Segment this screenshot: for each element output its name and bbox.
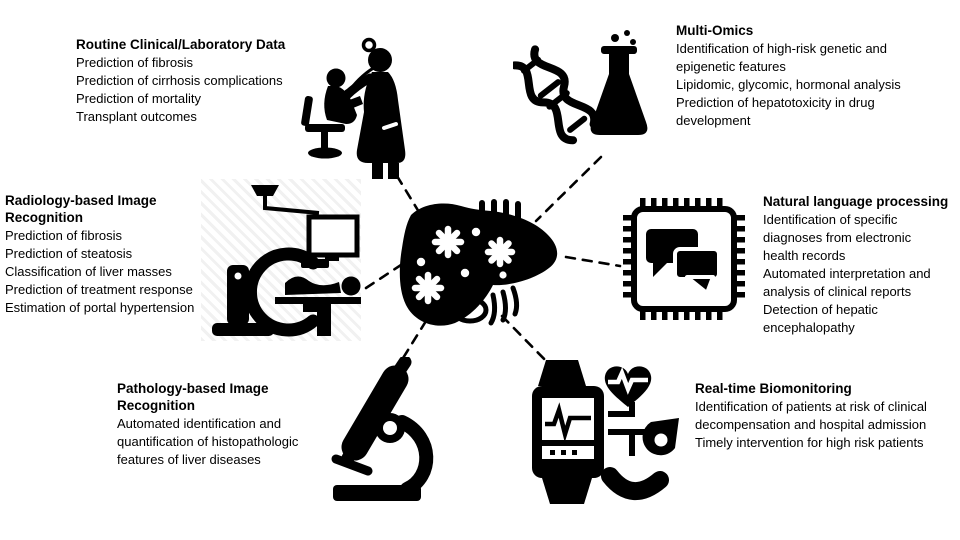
node-title: Routine Clinical/Laboratory Data (76, 37, 286, 52)
node-title: Radiology-based Image Recognition (5, 193, 157, 225)
node-item: Identification of specific diagnoses fro… (763, 212, 912, 263)
node-item: Automated identification and quantificat… (117, 416, 299, 467)
node-radiology: Radiology-based Image Recognition Predic… (5, 192, 220, 317)
radiology-scanner-icon (201, 179, 361, 341)
nlp-chip-icon (623, 198, 745, 320)
node-item: Classification of liver masses (5, 264, 172, 279)
node-item: Prediction of steatosis (5, 246, 133, 261)
connector-routine (395, 174, 421, 214)
connector-biomonitoring (500, 314, 554, 369)
node-biomonitoring: Real-time Biomonitoring Identification o… (695, 380, 947, 452)
node-item: Estimation of portal hypertension (5, 300, 195, 315)
node-pathology: Pathology-based Image Recognition Automa… (117, 380, 329, 469)
chip-pins-top (640, 198, 723, 211)
physician-examination-icon (292, 30, 432, 180)
node-item: Prediction of treatment response (5, 282, 193, 297)
speech-bubbles (646, 229, 721, 295)
dna-flask-icon (513, 30, 648, 162)
node-item: Identification of patients at risk of cl… (695, 399, 927, 432)
node-item: Prediction of mortality (76, 91, 201, 106)
chip-pins-bottom (640, 307, 723, 320)
node-item: Detection of hepatic encephalopathy (763, 302, 878, 335)
liver-lesion-star (484, 236, 516, 268)
microscope-icon (315, 357, 435, 507)
node-item: Prediction of fibrosis (5, 228, 123, 243)
liver-lesion-star (431, 225, 465, 259)
node-nlp: Natural language processing Identificati… (763, 193, 949, 337)
node-item: Transplant outcomes (76, 109, 197, 124)
node-routine-clinical: Routine Clinical/Laboratory Data Predict… (76, 36, 326, 126)
connector-pathology (393, 319, 428, 373)
wearable-biomonitoring-icon (512, 356, 680, 508)
chip-pins-left (623, 215, 636, 298)
node-item: Prediction of cirrhosis complications (76, 73, 283, 88)
node-item: Prediction of fibrosis (76, 55, 194, 70)
node-item: Automated interpretation and analysis of… (763, 266, 931, 299)
connector-nlp (564, 255, 622, 268)
node-title: Pathology-based Image Recognition (117, 381, 269, 413)
chip-pins-right (732, 215, 745, 298)
node-title: Real-time Biomonitoring (695, 381, 852, 396)
node-item: Prediction of hepatotoxicity in drug dev… (676, 95, 875, 128)
node-item: Lipidomic, glycomic, hormonal analysis (676, 77, 901, 92)
liver-icon (393, 193, 578, 338)
node-item: Identification of high-risk genetic and … (676, 41, 888, 74)
node-item: Timely intervention for high risk patien… (695, 435, 924, 450)
node-title: Multi-Omics (676, 23, 754, 38)
connector-radiology (364, 261, 406, 290)
connector-omics (534, 155, 603, 223)
liver-lesion-star (411, 271, 445, 305)
node-multi-omics: Multi-Omics Identification of high-risk … (676, 22, 926, 130)
node-title: Natural language processing (763, 194, 949, 209)
